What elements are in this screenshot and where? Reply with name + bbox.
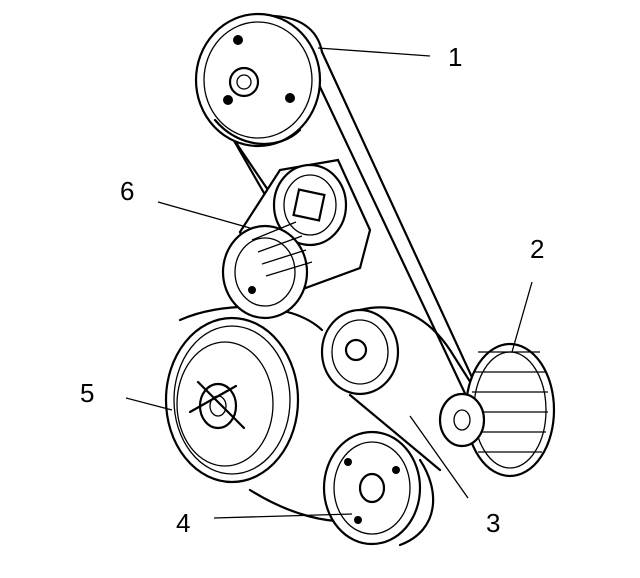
belt-tensioner: [221, 158, 372, 320]
callout-1: 1: [448, 42, 462, 72]
power-steering-pulley: [320, 308, 400, 396]
crankshaft-pulley: [164, 316, 300, 484]
lower-pulley: [322, 430, 422, 546]
callout-4: 4: [176, 508, 190, 538]
leader-4: [213, 513, 353, 519]
callout-6: 6: [120, 176, 134, 206]
leader-5: [125, 397, 173, 411]
leader-lines: [125, 47, 533, 519]
leader-3: [409, 415, 469, 499]
callout-5: 5: [80, 378, 94, 408]
top-pulley: [194, 12, 322, 148]
callout-labels: 1 2 3 4 5 6: [80, 42, 544, 538]
leader-1: [317, 47, 431, 57]
leader-2: [511, 281, 533, 353]
idler-pulley: [438, 342, 556, 478]
leader-6: [157, 201, 251, 229]
callout-2: 2: [530, 234, 544, 264]
callout-3: 3: [486, 508, 500, 538]
